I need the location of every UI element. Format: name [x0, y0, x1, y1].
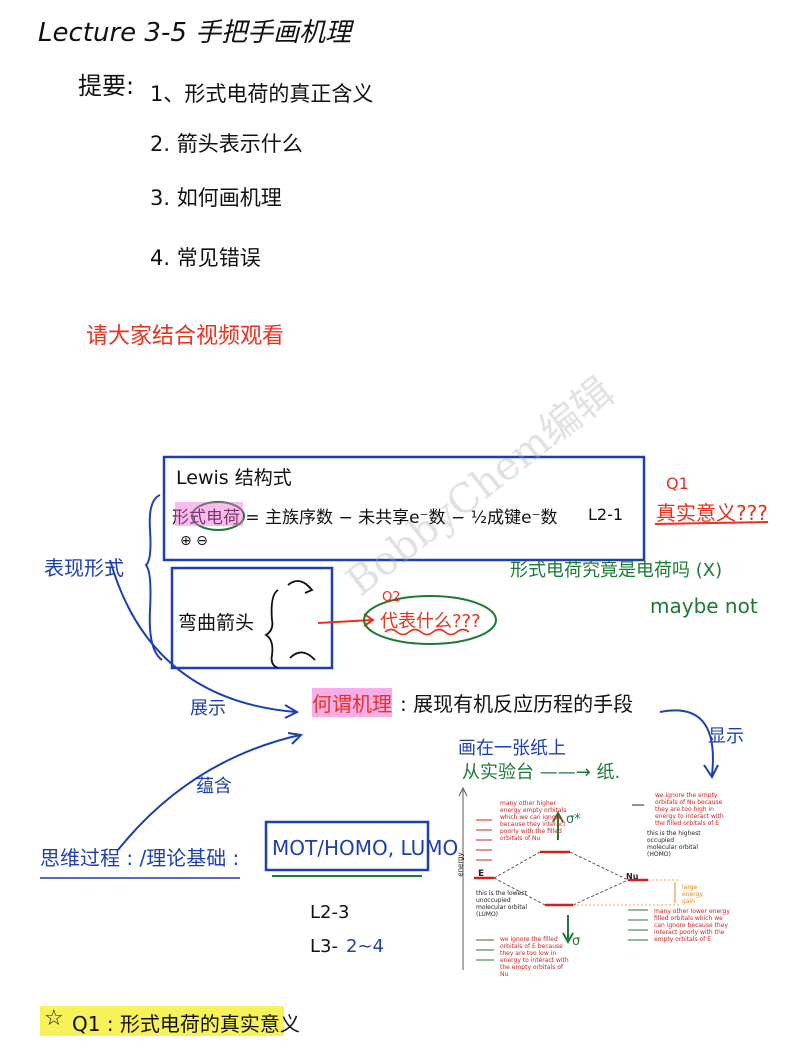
mo-note-top-right: we ignore the empty orbitals of Nu becau…: [655, 792, 724, 827]
mo-axis-label: energy: [456, 852, 465, 877]
mo-sigma-star: σ*: [566, 812, 581, 827]
theory-box-frame: [264, 820, 430, 872]
footer-highlight: [40, 1006, 284, 1036]
charge-signs: ⊕ ⊖: [180, 533, 208, 549]
ref-l2-3: L2-3: [310, 902, 350, 923]
paper-note-2: 从实验台 ——→ 纸.: [462, 762, 621, 783]
footer-star-icon: ☆: [44, 1006, 64, 1031]
display-label: 显示: [708, 726, 744, 747]
q1-text: 真实意义???: [656, 501, 768, 525]
outline-label: 提要:: [78, 72, 135, 100]
mechanism-definition: : 展现有机反应历程的手段: [400, 692, 634, 716]
video-note: 请大家结合视频观看: [86, 324, 285, 349]
q1-note: 形式电荷究竟是电荷吗 (X): [510, 560, 723, 581]
outline-item-1: 1、形式电荷的真正含义: [150, 82, 374, 106]
q1-underline: [654, 521, 769, 525]
q2-wavy-underline: [384, 628, 470, 636]
contain-label: 蕴含: [196, 776, 232, 797]
mo-e-label: E: [478, 869, 485, 879]
mo-note-lumo: this is the lowest unoccupied molecular …: [476, 890, 528, 918]
show-label: 展示: [190, 698, 226, 719]
arrow-box-frame: [170, 566, 334, 670]
outline-item-4: 4. 常见错误: [150, 246, 261, 270]
lewis-ref: L2-1: [588, 505, 624, 524]
formal-charge-formula: 形式电荷 = 主族序数 − 未共享e⁻数 − ½成键e⁻数: [172, 508, 558, 528]
formal-charge-ellipse: [191, 501, 245, 531]
mo-note-gain: large energy gain: [682, 884, 703, 905]
left-brace: [144, 494, 163, 661]
q2-label: Q2: [382, 590, 401, 605]
mo-note-bottom-right: many other lower energy filled orbitals …: [654, 908, 730, 943]
mo-note-bottom-left: we ignore the filled orbitals of E becau…: [500, 936, 569, 978]
surface-label: 表现形式: [44, 556, 124, 580]
q2-text: 代表什么???: [380, 611, 481, 632]
paper-note-1: 画在一张纸上: [458, 738, 566, 759]
ref-l3: L3-: [310, 936, 338, 957]
q2-arrow: [317, 619, 373, 624]
mo-note-top-left: many other higher energy empty orbitals …: [500, 800, 567, 842]
display-arrow: [659, 709, 714, 776]
page-title: Lecture 3-5 手把手画机理: [38, 18, 352, 48]
curved-arrow-bottom: [289, 651, 316, 661]
q1-label: Q1: [666, 474, 689, 493]
footer-question: Q1 : 形式电荷的真实意义: [72, 1012, 300, 1036]
inner-brace: [264, 589, 279, 669]
outline-item-3: 3. 如何画机理: [150, 186, 282, 210]
mo-nu-label: Nu: [626, 872, 639, 881]
formal-charge-highlight: [175, 502, 243, 526]
curved-arrow-label: 弯曲箭头: [178, 612, 255, 634]
thinking-label: 思维过程 : /理论基础 :: [40, 846, 240, 870]
contain-arrow: [117, 734, 301, 851]
ref-l3-range: 2~4: [346, 936, 384, 957]
mo-note-homo: this is the highest occupied molecular o…: [647, 830, 701, 858]
q1-maybe: maybe not: [650, 594, 758, 618]
show-arrow: [109, 559, 297, 713]
lewis-title: Lewis 结构式: [176, 467, 292, 489]
mo-diagram: [458, 786, 680, 970]
theory-box-text: MOT/HOMO, LUMO: [272, 836, 459, 860]
lewis-box-frame: [162, 455, 646, 562]
q2-ellipse: [363, 595, 497, 645]
outline-item-2: 2. 箭头表示什么: [150, 132, 303, 156]
mechanism-heading: 何谓机理: [312, 688, 392, 717]
mo-sigma: σ: [572, 934, 581, 949]
